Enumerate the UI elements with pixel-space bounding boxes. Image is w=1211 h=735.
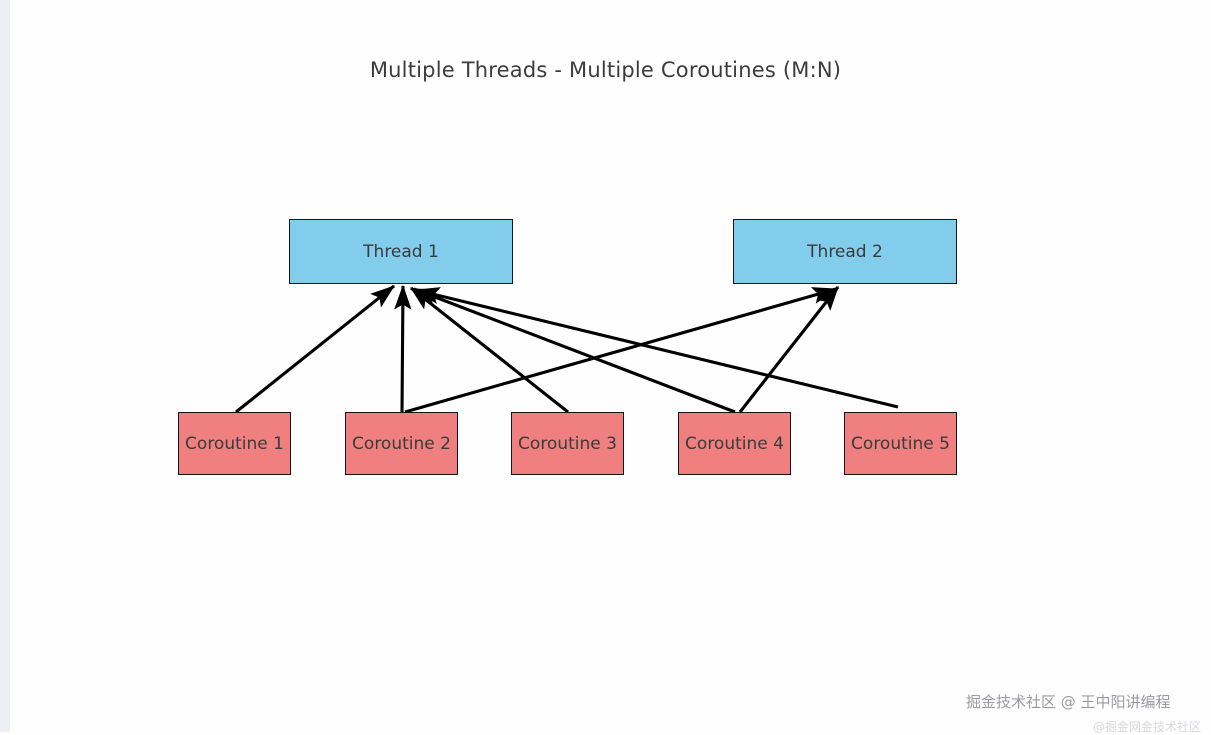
node-coroutine-3-label: Coroutine 3 (518, 433, 617, 454)
edge-coroutine-2-to-thread-2 (404, 287, 838, 414)
node-coroutine-4[interactable]: Coroutine 4 (678, 412, 791, 475)
edge-coroutine-5-to-thread-1 (414, 287, 899, 409)
node-coroutine-4-label: Coroutine 4 (685, 433, 784, 454)
node-coroutine-1-label: Coroutine 1 (185, 433, 284, 454)
watermark-secondary: @掘金网金技术社区 (1093, 720, 1202, 734)
edge-coroutine-2-to-thread-1 (394, 284, 412, 413)
node-thread-1-label: Thread 1 (363, 241, 439, 262)
node-thread-2-label: Thread 2 (807, 241, 883, 262)
edge-coroutine-4-to-thread-1 (412, 287, 736, 414)
node-coroutine-5[interactable]: Coroutine 5 (844, 412, 957, 475)
node-coroutine-2-label: Coroutine 2 (352, 433, 451, 454)
node-coroutine-3[interactable]: Coroutine 3 (511, 412, 624, 475)
edge-coroutine-4-to-thread-2 (738, 286, 840, 413)
edge-coroutine-1-to-thread-1 (235, 284, 395, 414)
node-thread-2[interactable]: Thread 2 (733, 219, 957, 284)
node-thread-1[interactable]: Thread 1 (289, 219, 513, 284)
node-coroutine-2[interactable]: Coroutine 2 (345, 412, 458, 475)
edge-coroutine-3-to-thread-1 (410, 286, 569, 414)
node-coroutine-1[interactable]: Coroutine 1 (178, 412, 291, 475)
left-edge-strip (0, 0, 10, 732)
page-title: Multiple Threads - Multiple Coroutines (… (369, 58, 842, 82)
node-coroutine-5-label: Coroutine 5 (851, 433, 950, 454)
watermark-primary: 掘金技术社区 @ 王中阳讲编程 (966, 693, 1171, 711)
